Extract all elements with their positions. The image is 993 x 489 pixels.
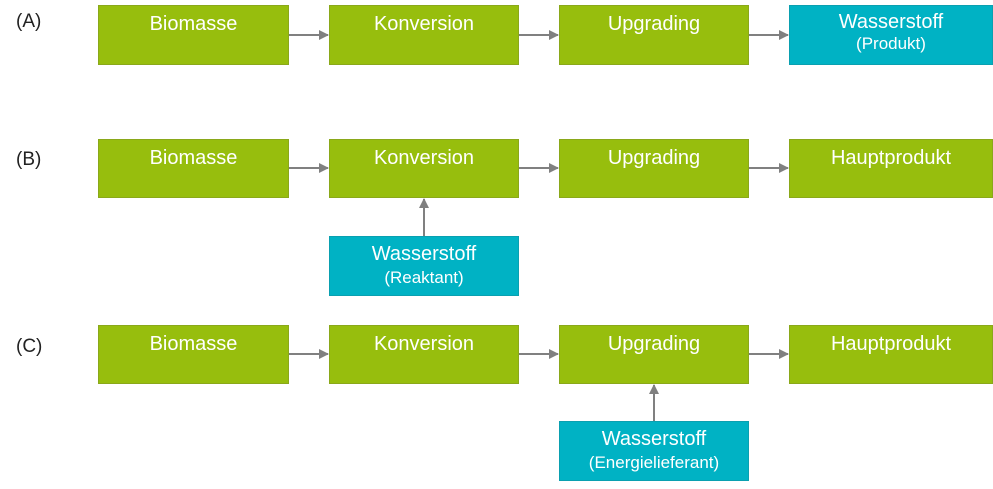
- konversion-box-b: Konversion: [329, 139, 519, 198]
- konversion-label-b: Konversion: [373, 147, 475, 169]
- hydrogen-product-box-a: Wasserstoff (Produkt): [789, 5, 993, 65]
- biomasse-label-b: Biomasse: [149, 147, 238, 169]
- biomasse-box-a: Biomasse: [98, 5, 289, 65]
- hydrogen-role-label-c: (Energielieferant): [588, 453, 720, 472]
- konversion-box-c: Konversion: [329, 325, 519, 384]
- hauptprodukt-label-c: Hauptprodukt: [830, 333, 952, 355]
- upgrading-label-c: Upgrading: [607, 333, 701, 355]
- upgrading-box-b: Upgrading: [559, 139, 749, 198]
- biomasse-label-c: Biomasse: [149, 333, 238, 355]
- row-label-a: (A): [16, 11, 42, 32]
- row-label-b: (B): [16, 149, 42, 170]
- hydrogen-role-label-b: (Reaktant): [384, 268, 464, 287]
- hydrogen-reactant-box-b: Wasserstoff (Reaktant): [329, 236, 519, 296]
- biomasse-label-a: Biomasse: [149, 13, 238, 35]
- upgrading-box-a: Upgrading: [559, 5, 749, 65]
- hydrogen-energy-box-c: Wasserstoff (Energielieferant): [559, 421, 749, 481]
- konversion-label-a: Konversion: [373, 13, 475, 35]
- hydrogen-label-c: Wasserstoff: [601, 428, 707, 450]
- upgrading-label-a: Upgrading: [607, 13, 701, 35]
- hydrogen-role-label-a: (Produkt): [856, 34, 926, 53]
- biomasse-box-b: Biomasse: [98, 139, 289, 198]
- biomasse-box-c: Biomasse: [98, 325, 289, 384]
- hydrogen-label-a: Wasserstoff: [838, 11, 944, 33]
- konversion-box-a: Konversion: [329, 5, 519, 65]
- hydrogen-label-b: Wasserstoff: [371, 243, 477, 265]
- hauptprodukt-box-c: Hauptprodukt: [789, 325, 993, 384]
- konversion-label-c: Konversion: [373, 333, 475, 355]
- upgrading-box-c: Upgrading: [559, 325, 749, 384]
- row-label-c: (C): [16, 336, 43, 357]
- hauptprodukt-label-b: Hauptprodukt: [830, 147, 952, 169]
- upgrading-label-b: Upgrading: [607, 147, 701, 169]
